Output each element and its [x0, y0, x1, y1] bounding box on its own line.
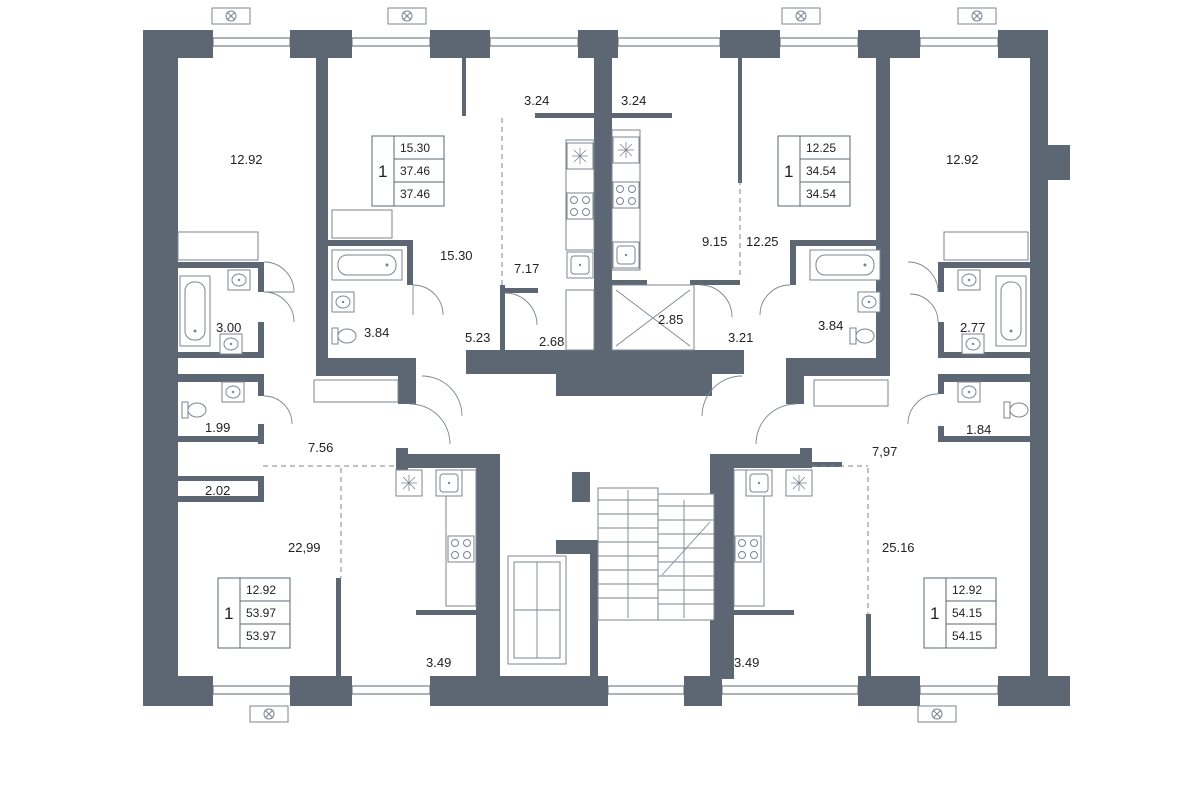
apartment-value: 37.46 — [400, 164, 430, 178]
apartment-table: 1 12.92 53.97 53.97 — [217, 577, 291, 649]
sink-icon — [961, 333, 985, 355]
apartment-value: 12.92 — [952, 583, 982, 597]
radiator-icon — [249, 705, 289, 723]
room-area: 3.84 — [364, 325, 389, 340]
sink-icon — [219, 333, 243, 355]
kitchen-sink-icon — [566, 251, 594, 279]
apartment-value: 12.92 — [246, 583, 276, 597]
room-area: 9.15 — [702, 234, 727, 249]
room-area: 12.92 — [946, 152, 979, 167]
room-area: 1.99 — [205, 420, 230, 435]
apartment-table: 1 15.30 37.46 37.46 — [371, 135, 445, 207]
toilet-icon — [849, 327, 875, 345]
radiator-icon — [957, 7, 997, 25]
zone-lines — [263, 118, 869, 614]
stove-icon — [612, 181, 640, 209]
apartment-value: 53.97 — [246, 606, 276, 620]
stove-icon — [395, 469, 423, 497]
sink-icon — [221, 381, 245, 403]
sink-icon — [227, 269, 251, 291]
apartment-table: 1 12.25 34.54 34.54 — [777, 135, 851, 207]
sink-icon — [857, 291, 881, 313]
room-area: 3.21 — [728, 330, 753, 345]
room-area: 3.24 — [524, 93, 549, 108]
apartment-rooms: 1 — [930, 604, 939, 623]
kitchen-sink-icon — [435, 469, 463, 497]
toilet-icon — [331, 327, 357, 345]
stove-icon — [566, 142, 594, 170]
stairs-icon — [597, 487, 715, 621]
room-area: 3.84 — [818, 318, 843, 333]
room-area: 25.16 — [882, 540, 915, 555]
apartment-rooms: 1 — [784, 162, 793, 181]
elevator-icon — [507, 555, 567, 665]
room-area: 2.85 — [658, 312, 683, 327]
bathtub-icon — [331, 249, 403, 281]
radiator-icon — [781, 7, 821, 25]
apartment-rooms: 1 — [378, 162, 387, 181]
kitchen-sink-icon — [612, 241, 640, 269]
apartment-value: 53.97 — [246, 629, 276, 643]
room-area: 12.25 — [746, 234, 779, 249]
room-labels: 12.92 3.24 3.24 12.92 15.30 7.17 9.15 12… — [205, 93, 991, 670]
radiator-icon — [917, 705, 957, 723]
room-area: 5.23 — [465, 330, 490, 345]
sink-icon — [957, 381, 981, 403]
room-area: 3.24 — [621, 93, 646, 108]
room-area: 3.49 — [426, 655, 451, 670]
apartment-table: 1 12.92 54.15 54.15 — [923, 577, 997, 649]
bathtub-icon — [995, 275, 1027, 347]
bathtub-icon — [809, 249, 881, 281]
room-area: 2.68 — [539, 334, 564, 349]
doors — [263, 261, 939, 445]
apartment-rooms: 1 — [224, 604, 233, 623]
stove-icon — [734, 535, 762, 563]
sink-icon — [957, 269, 981, 291]
apartment-value: 37.46 — [400, 187, 430, 201]
kitchen-fixtures — [177, 129, 1029, 607]
kitchen-sink-icon — [745, 469, 773, 497]
stove-icon — [447, 535, 475, 563]
apartment-value: 54.15 — [952, 606, 982, 620]
radiator-icon — [387, 7, 427, 25]
room-area: 3.00 — [216, 320, 241, 335]
apartment-value: 15.30 — [400, 141, 430, 155]
sink-icon — [331, 291, 355, 313]
room-area: 7.17 — [514, 261, 539, 276]
room-area: 2.77 — [960, 320, 985, 335]
apartment-value: 34.54 — [806, 187, 836, 201]
apartment-value: 34.54 — [806, 164, 836, 178]
radiator-icon — [211, 7, 251, 25]
room-area: 15.30 — [440, 248, 473, 263]
windows — [212, 37, 999, 695]
room-area: 3.49 — [734, 655, 759, 670]
apartment-value: 12.25 — [806, 141, 836, 155]
room-area: 22,99 — [288, 540, 321, 555]
room-area: 1.84 — [966, 422, 991, 437]
room-area: 12.92 — [230, 152, 263, 167]
toilet-icon — [181, 401, 207, 419]
stove-icon — [785, 469, 813, 497]
apartment-value: 54.15 — [952, 629, 982, 643]
room-area: 2.02 — [205, 483, 230, 498]
walls — [143, 30, 1070, 706]
bathtub-icon — [179, 275, 211, 347]
stove-icon — [612, 136, 640, 164]
stove-icon — [566, 192, 594, 220]
toilet-icon — [1003, 401, 1029, 419]
room-area: 7.56 — [308, 440, 333, 455]
room-area: 7,97 — [872, 444, 897, 459]
